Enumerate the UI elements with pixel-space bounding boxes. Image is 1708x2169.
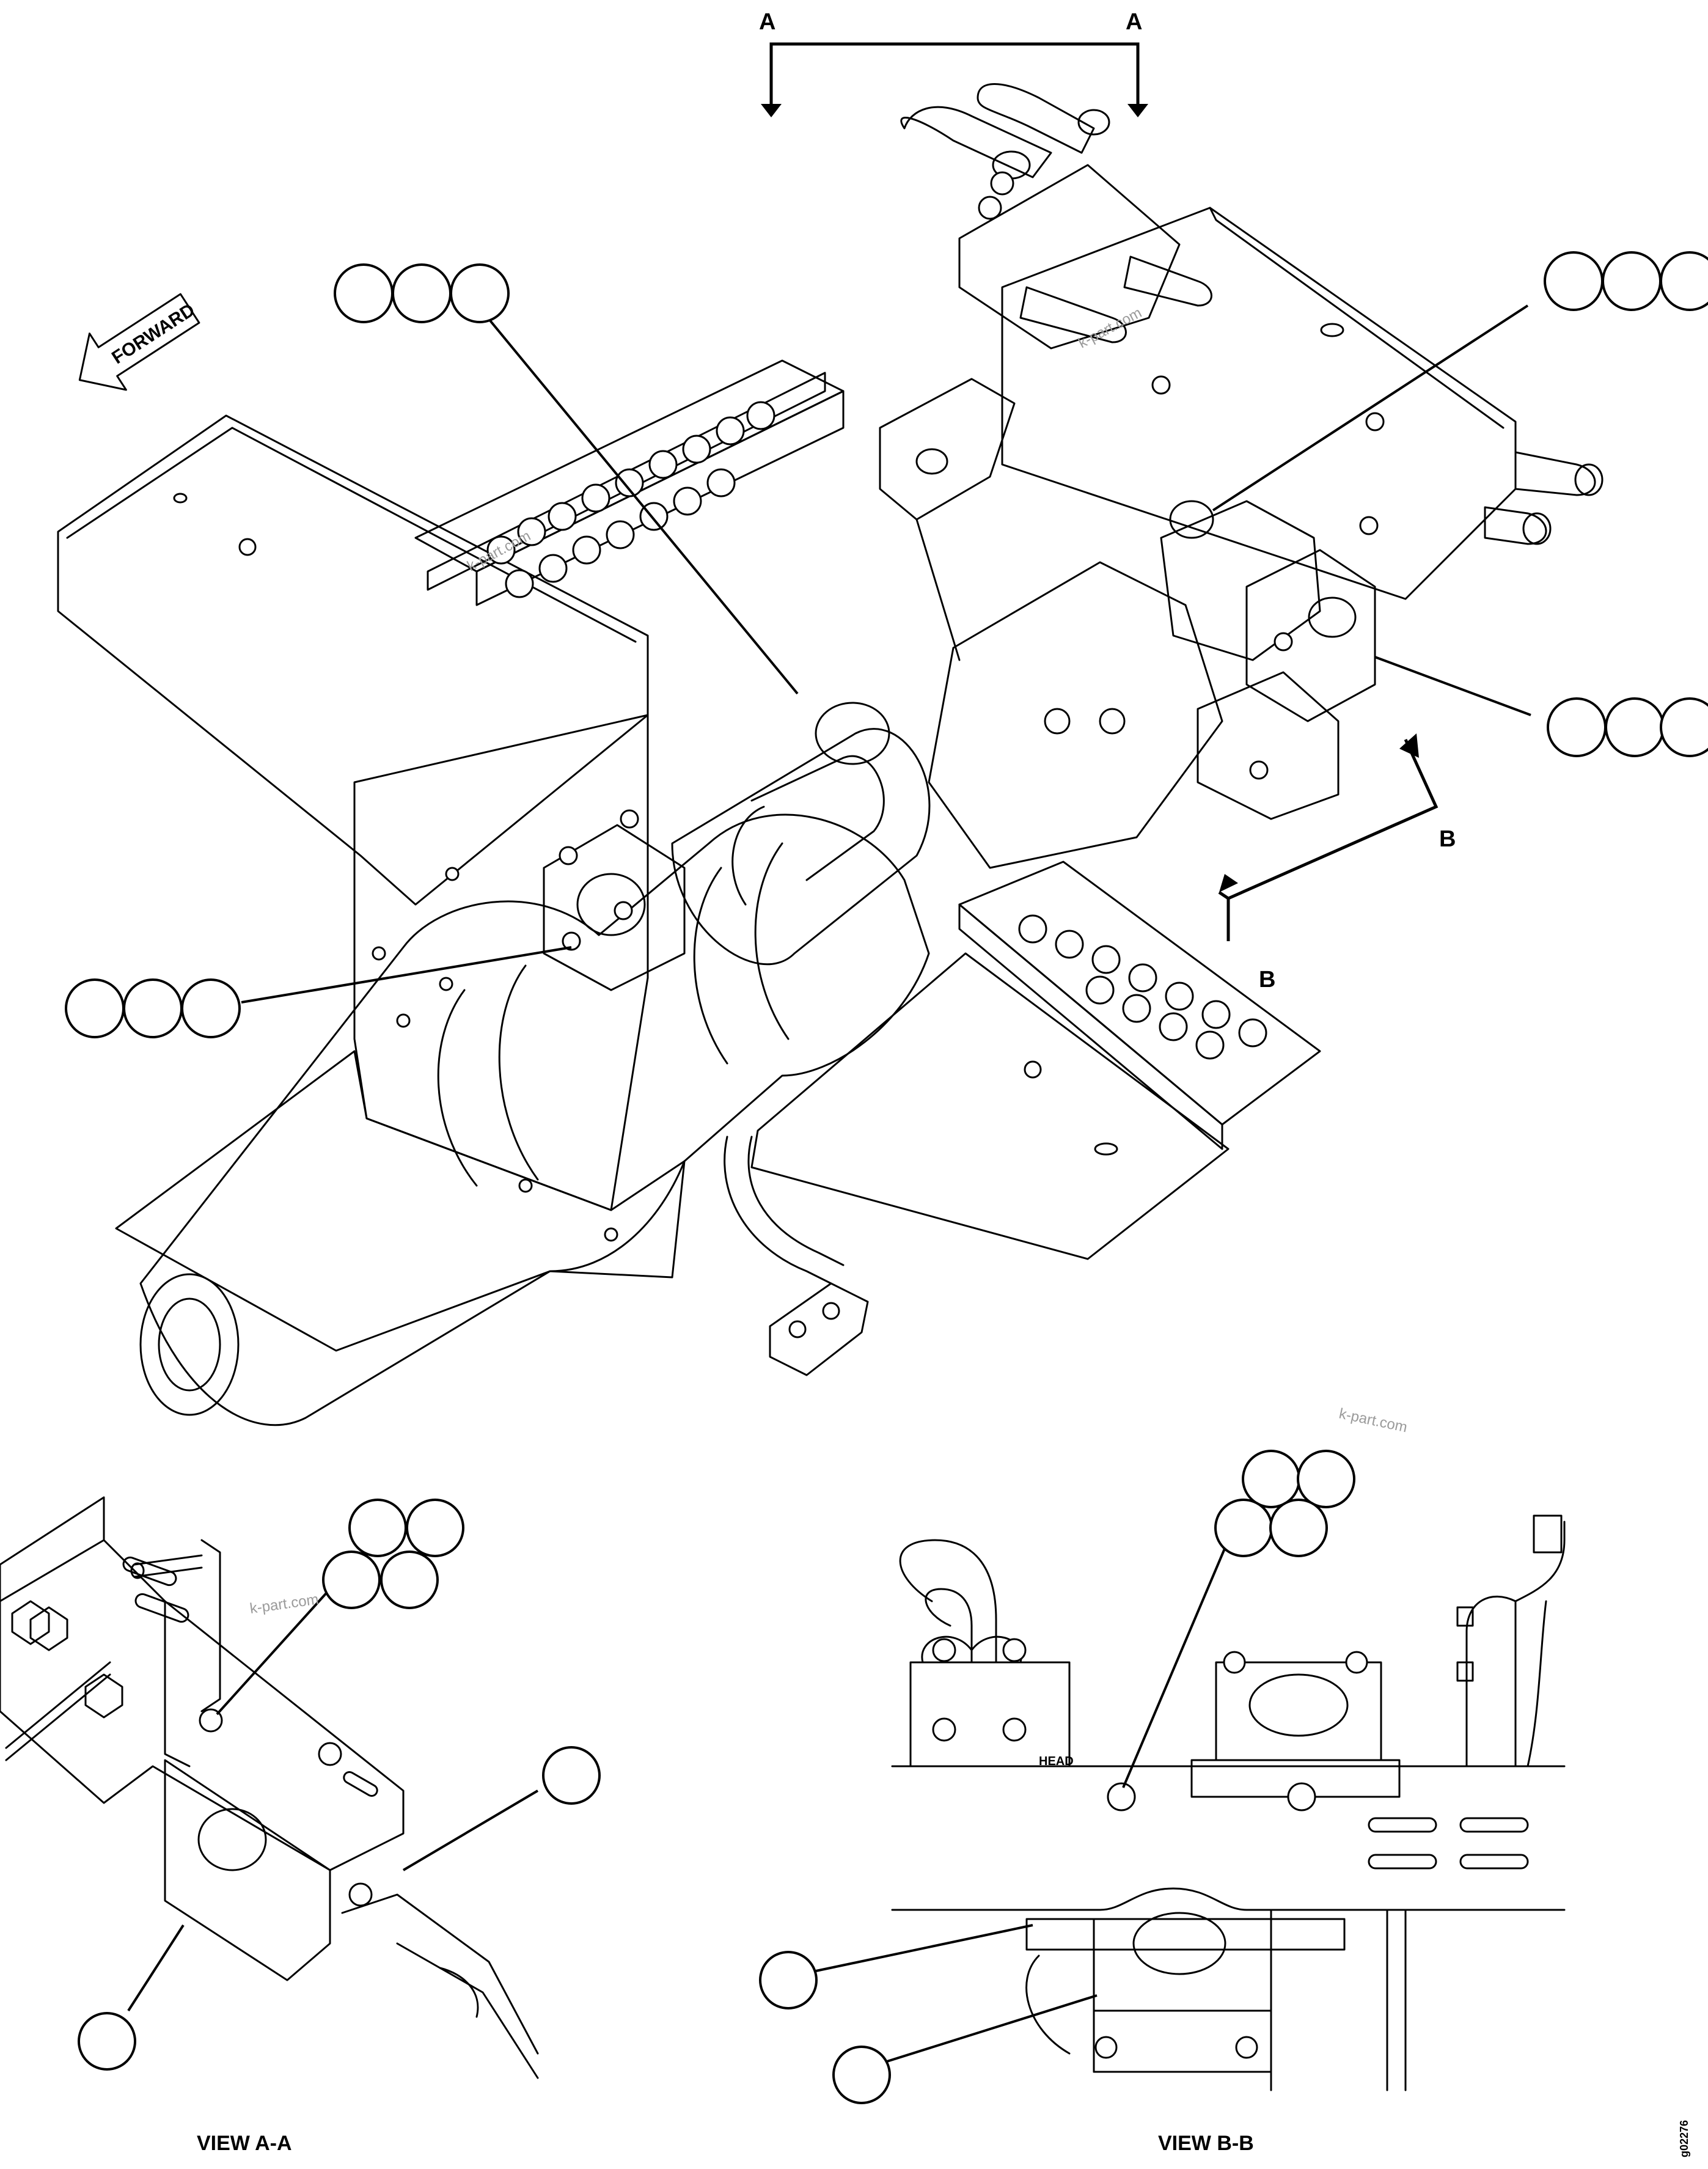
callout-bubble: [1269, 1499, 1328, 1557]
forward-arrow-icon: FORWARD: [78, 293, 200, 391]
callout-bubble: [392, 263, 452, 323]
callout-bubble: [1544, 251, 1604, 311]
callout-bubble: [1242, 1450, 1300, 1508]
view-a-callouts: [78, 1499, 601, 2071]
section-b-marker: B B: [1218, 733, 1456, 993]
callout-group-upper-left: [334, 263, 799, 695]
view-a-a: [0, 1496, 539, 2079]
callout-group-left: [65, 946, 572, 1038]
watermark: k-part.com: [1338, 1405, 1409, 1436]
callout-bubble: [450, 263, 510, 323]
callout-bubble: [65, 978, 125, 1038]
callout-group-upper-right: [1212, 251, 1708, 512]
view-b-b-label: VIEW B-B: [1158, 2132, 1254, 2155]
callout-bubble: [1605, 697, 1665, 757]
view-b-b: HEAD: [891, 1514, 1566, 2091]
main-assembly-view: [57, 83, 1604, 1426]
upper-rail-perforations: [486, 401, 775, 598]
callout-bubble: [1214, 1499, 1273, 1557]
callout-bubble: [78, 2012, 136, 2071]
callout-bubble: [380, 1551, 439, 1609]
callout-bubble: [542, 1746, 601, 1805]
part-code-label: g02276: [1678, 2120, 1690, 2157]
lower-rail-perforations: [1018, 914, 1267, 1060]
callout-bubble: [759, 1951, 818, 2009]
view-b-callouts: [759, 1450, 1355, 2104]
watermark: k-part.com: [464, 527, 533, 574]
callout-bubble: [1660, 697, 1708, 757]
callout-bubble: [348, 1499, 407, 1557]
callout-bubble: [1297, 1450, 1355, 1508]
callout-bubble: [406, 1499, 464, 1557]
section-a-right-label: A: [1126, 9, 1142, 35]
head-label: HEAD: [1039, 1755, 1074, 1768]
section-a-left-label: A: [759, 9, 775, 35]
callout-bubble: [832, 2046, 891, 2104]
callout-group-right: [1374, 656, 1708, 757]
callout-bubble: [1602, 251, 1662, 311]
callout-bubble: [1660, 251, 1708, 311]
callout-bubble: [1547, 697, 1607, 757]
callout-bubble: [123, 978, 183, 1038]
view-a-a-label: VIEW A-A: [197, 2132, 292, 2155]
callout-bubble: [322, 1551, 381, 1609]
callout-bubble: [334, 263, 394, 323]
callout-bubble: [181, 978, 241, 1038]
section-a-marker: A A: [759, 9, 1148, 117]
section-b-lower-label: B: [1259, 967, 1275, 993]
forward-label: FORWARD: [108, 299, 199, 368]
section-b-upper-label: B: [1439, 826, 1456, 852]
watermark: k-part.com: [1076, 304, 1145, 351]
